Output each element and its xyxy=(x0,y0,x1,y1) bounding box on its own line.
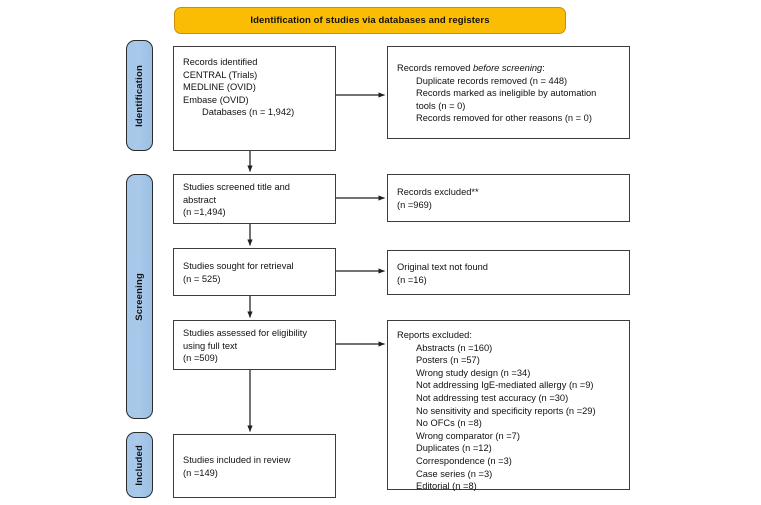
reports-excluded-item: Correspondence (n =3) xyxy=(416,455,512,466)
reports-excluded-item: Not addressing test accuracy (n =30) xyxy=(416,392,569,403)
reports-excluded-item: Wrong study design (n =34) xyxy=(416,367,531,378)
box-reports-excluded: Reports excluded: Abstracts (n =160) Post… xyxy=(387,320,630,493)
reports-excluded-list: Abstracts (n =160) Posters (n =57)Wrong s… xyxy=(397,342,621,493)
studies-screened-line-1: Studies screened title and xyxy=(183,182,290,193)
studies-included-line-1: Studies included in review xyxy=(183,455,291,466)
box-studies-screened: Studies screened title and abstract (n =… xyxy=(173,174,336,224)
reports-excluded-item: Not addressing IgE-mediated allergy (n =… xyxy=(416,380,594,391)
stage-tab-identification: Identification xyxy=(126,40,153,151)
banner-title: Identification of studies via databases … xyxy=(250,15,490,26)
box-records-excluded: Records excluded** (n =969) xyxy=(387,174,630,222)
reports-excluded-item: Posters (n =57) xyxy=(416,355,480,366)
records-removed-head-italic: before screening xyxy=(472,63,543,74)
records-removed-item-3: Records removed for other reasons (n = 0… xyxy=(416,113,592,124)
box-records-removed: Records removed before screening: Duplic… xyxy=(387,46,630,139)
records-removed-item-2-cont: tools (n = 0) xyxy=(416,100,466,111)
studies-assessed-line-2: using full text xyxy=(183,340,238,351)
box-records-identified: Records identified CENTRAL (Trials) MEDL… xyxy=(173,46,336,151)
stage-tab-included-label: Included xyxy=(134,444,145,486)
box-studies-included: Studies included in review (n =149) xyxy=(173,434,336,498)
box-studies-assessed: Studies assessed for eligibility using f… xyxy=(173,320,336,370)
box-studies-sought: Studies sought for retrieval (n = 525) xyxy=(173,248,336,296)
studies-sought-line-1: Studies sought for retrieval xyxy=(183,261,294,272)
studies-screened-count: (n =1,494) xyxy=(183,207,226,218)
records-removed-head-tail: : xyxy=(542,63,545,74)
section-banner-identification: Identification of studies via databases … xyxy=(174,7,566,34)
studies-included-count: (n =149) xyxy=(183,468,218,478)
records-removed-head: Records removed before screening: xyxy=(397,62,621,75)
studies-screened-line-2: abstract xyxy=(183,194,217,205)
records-removed-item-1: Duplicate records removed (n = 448) xyxy=(416,75,568,86)
reports-excluded-item: Case series (n =3) xyxy=(416,468,493,479)
stage-tab-screening: Screening xyxy=(126,174,153,419)
records-identified-source-1: CENTRAL (Trials) xyxy=(183,69,258,80)
reports-excluded-item: Abstracts (n =160) xyxy=(416,342,493,353)
reports-excluded-item: Editorial (n =8) xyxy=(416,481,477,492)
records-excluded-count: (n =969) xyxy=(397,200,432,210)
studies-sought-count: (n = 525) xyxy=(183,274,221,284)
studies-assessed-line-1: Studies assessed for eligibility xyxy=(183,328,308,339)
box-original-text-not-found: Original text not found (n =16) xyxy=(387,250,630,295)
records-identified-head: Records identified xyxy=(183,57,258,67)
records-removed-item-2: Records marked as ineligible by automati… xyxy=(416,88,597,99)
records-excluded-line-1: Records excluded** xyxy=(397,187,479,198)
stage-tab-included: Included xyxy=(126,432,153,498)
reports-excluded-item: No sensitivity and specificity reports (… xyxy=(416,405,596,416)
reports-excluded-item: Duplicates (n =12) xyxy=(416,443,492,454)
reports-excluded-item: No OFCs (n =8) xyxy=(416,418,482,429)
reports-excluded-item: Wrong comparator (n =7) xyxy=(416,430,520,441)
stage-tab-identification-label: Identification xyxy=(134,64,145,127)
studies-assessed-count: (n =509) xyxy=(183,353,218,364)
records-identified-count: Databases (n = 1,942) xyxy=(202,107,295,118)
records-identified-source-3: Embase (OVID) xyxy=(183,94,249,105)
reports-excluded-head: Reports excluded: xyxy=(397,330,472,340)
stage-tab-screening-label: Screening xyxy=(134,272,145,321)
records-removed-head-plain: Records removed xyxy=(397,63,473,74)
records-identified-source-2: MEDLINE (OVID) xyxy=(183,82,256,93)
original-not-found-count: (n =16) xyxy=(397,274,427,285)
original-not-found-line-1: Original text not found xyxy=(397,261,488,272)
